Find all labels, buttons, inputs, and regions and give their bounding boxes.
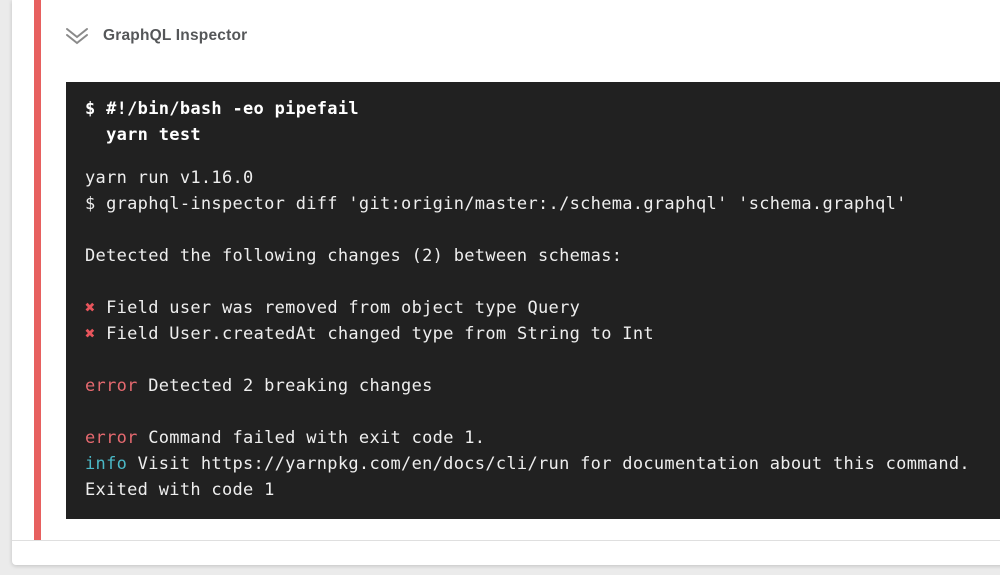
output-text: Exited with code 1 xyxy=(85,480,275,500)
output-text-cross: ✖ xyxy=(85,298,96,318)
output-text-red: error xyxy=(85,428,138,448)
output-text: $ graphql-inspector diff 'git:origin/mas… xyxy=(85,194,907,214)
terminal-line: $ graphql-inspector diff 'git:origin/mas… xyxy=(85,191,1000,217)
output-text-cross: ✖ xyxy=(85,324,96,344)
terminal-line: $ #!/bin/bash -eo pipefail xyxy=(85,96,1000,122)
output-text: Visit https://yarnpkg.com/en/docs/cli/ru… xyxy=(127,454,970,474)
terminal-line xyxy=(85,217,1000,243)
terminal-line: yarn test xyxy=(85,122,1000,148)
terminal-line xyxy=(85,269,1000,295)
terminal-line xyxy=(85,347,1000,373)
output-text: yarn run v1.16.0 xyxy=(85,168,254,188)
step-title: GraphQL Inspector xyxy=(103,27,248,44)
command-text: $ #!/bin/bash -eo pipefail xyxy=(85,99,359,119)
output-text: Field user was removed from object type … xyxy=(95,298,581,318)
output-text: Field User.createdAt changed type from S… xyxy=(95,324,654,344)
failed-status-stripe xyxy=(34,0,41,540)
terminal-line: info Visit https://yarnpkg.com/en/docs/c… xyxy=(85,451,1000,477)
terminal-line: ✖ Field user was removed from object typ… xyxy=(85,295,1000,321)
terminal-line: Exited with code 1 xyxy=(85,477,1000,503)
terminal-output-block: yarn run v1.16.0 $ graphql-inspector diff… xyxy=(85,165,1000,503)
chevrons-down-icon[interactable] xyxy=(64,26,90,46)
terminal-line: ✖ Field User.createdAt changed type from… xyxy=(85,321,1000,347)
terminal-command-block: $ #!/bin/bash -eo pipefail yarn test xyxy=(85,96,1000,148)
section-divider xyxy=(12,540,1000,541)
output-text: Command failed with exit code 1. xyxy=(137,428,486,448)
terminal-line xyxy=(85,399,1000,425)
terminal-line: Detected the following changes (2) betwe… xyxy=(85,243,1000,269)
terminal-line: error Command failed with exit code 1. xyxy=(85,425,1000,451)
terminal-line: error Detected 2 breaking changes xyxy=(85,373,1000,399)
command-text: yarn test xyxy=(85,125,201,145)
step-header-toggle[interactable]: GraphQL Inspector xyxy=(64,17,247,55)
build-step-card: GraphQL Inspector $ #!/bin/bash -eo pipe… xyxy=(12,0,1000,565)
terminal-line: yarn run v1.16.0 xyxy=(85,165,1000,191)
output-text-cyan: info xyxy=(85,454,128,474)
output-text-red: error xyxy=(85,376,138,396)
terminal-output: $ #!/bin/bash -eo pipefail yarn test yar… xyxy=(66,82,1000,519)
output-text: Detected the following changes (2) betwe… xyxy=(85,246,623,266)
output-text: Detected 2 breaking changes xyxy=(137,376,433,396)
